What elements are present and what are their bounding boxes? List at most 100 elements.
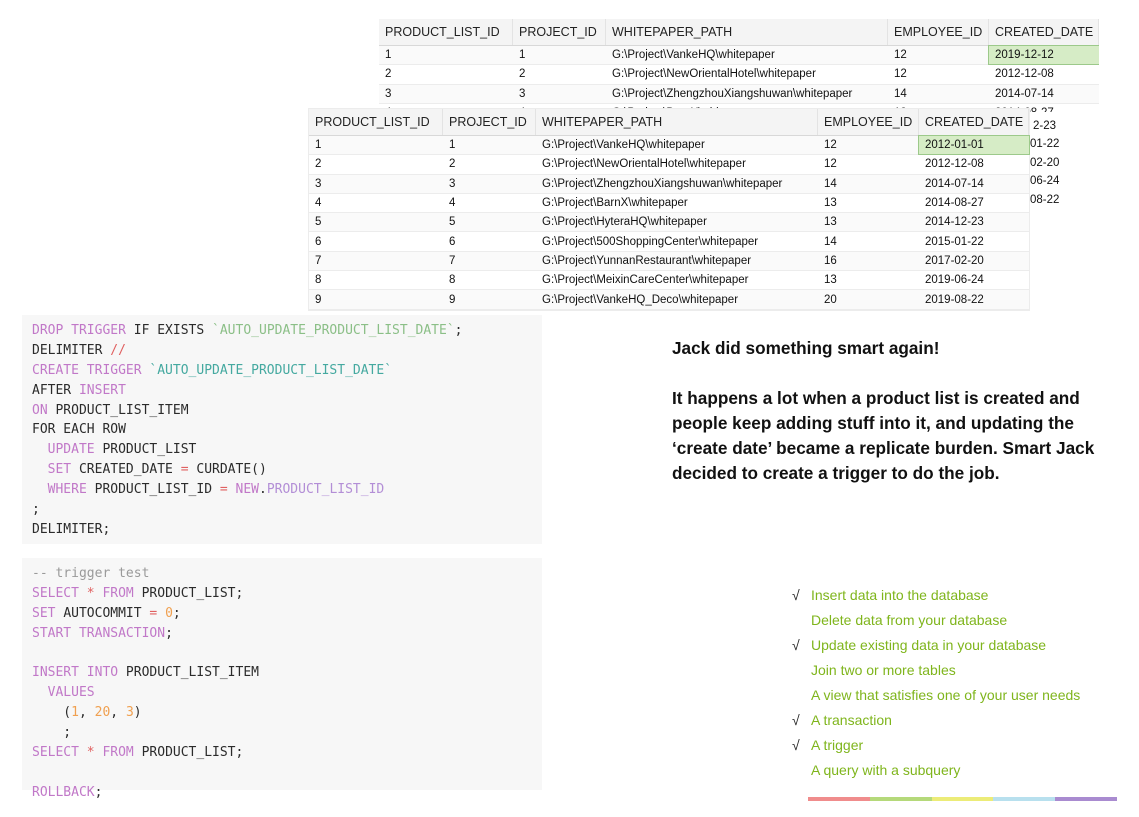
column-header[interactable]: CREATED_DATE — [919, 109, 1029, 135]
table-cell[interactable]: 7 — [315, 254, 322, 267]
column-header[interactable]: WHITEPAPER_PATH — [536, 109, 818, 135]
table-cell[interactable]: 13 — [824, 274, 837, 287]
code-token: AUTOCOMMIT — [63, 605, 150, 621]
table-cell[interactable]: 8 — [315, 274, 322, 287]
table-cell[interactable]: G:\Project\ZhengzhouXiangshuwan\whitepap… — [542, 177, 783, 190]
code-token: PRODUCT_LIST_ITEM — [125, 665, 259, 681]
table-cell[interactable]: 3 — [449, 177, 456, 190]
table-row[interactable]: 8 8 G:\Project\MeixinCareCenter\whitepaper… — [309, 271, 1029, 291]
table-cell[interactable]: 14 — [824, 235, 837, 248]
table-cell[interactable]: G:\Project\MeixinCareCenter\whitepaper — [542, 274, 749, 287]
table-cell[interactable]: G:\Project\VankeHQ\whitepaper — [542, 139, 705, 152]
code-token: 1 — [71, 705, 79, 721]
table-cell[interactable]: 2012-01-01 — [918, 135, 1030, 156]
table-cell[interactable]: 14 — [894, 87, 907, 100]
table-row[interactable]: 1 1 G:\Project\VankeHQ\whitepaper 12 2012-01… — [309, 135, 1030, 156]
checklist-item-label: A trigger — [811, 737, 864, 753]
result-grid-before: PRODUCT_LIST_ID PROJECT_ID WHITEPAPER_PA… — [379, 19, 1099, 112]
code-token: ; — [454, 323, 463, 338]
table-cell[interactable]: 2012-12-08 — [925, 158, 984, 171]
table-cell[interactable]: 2 — [315, 158, 322, 171]
table-cell[interactable]: 1 — [449, 139, 456, 152]
table-row[interactable]: 2 2 G:\Project\NewOrientalHotel\whitepaper… — [379, 65, 1099, 85]
table-cell[interactable]: 2019-06-24 — [925, 274, 984, 287]
column-header[interactable]: CREATED_DATE — [989, 19, 1099, 45]
table-cell[interactable]: G:\Project\NewOrientalHotel\whitepaper — [542, 158, 746, 171]
table-cell[interactable]: G:\Project\HyteraHQ\whitepaper — [542, 216, 707, 229]
code-line: DROP TRIGGER IF EXISTS `AUTO_UPDATE_PROD… — [32, 321, 542, 341]
table-cell[interactable]: G:\Project\VankeHQ\whitepaper — [612, 49, 775, 62]
table-cell[interactable]: 9 — [449, 293, 456, 306]
table-cell[interactable]: 2014-12-23 — [925, 216, 984, 229]
table-cell[interactable]: 4 — [315, 197, 322, 210]
code-token: INSERT — [78, 382, 126, 398]
table-row[interactable]: 5 5 G:\Project\HyteraHQ\whitepaper 13 2014-1… — [309, 213, 1029, 233]
table-cell[interactable]: 20 — [824, 293, 837, 306]
table-cell[interactable]: 1 — [315, 139, 322, 152]
table-row[interactable]: 3 3 G:\Project\ZhengzhouXiangshuwan\whitep… — [309, 174, 1029, 194]
trigger-sql-editor[interactable]: DROP TRIGGER IF EXISTS `AUTO_UPDATE_PROD… — [22, 315, 542, 544]
column-header[interactable]: PROJECT_ID — [443, 109, 536, 135]
column-header[interactable]: EMPLOYEE_ID — [888, 19, 989, 45]
table-row[interactable]: 7 7 G:\Project\YunnanRestaurant\whitepaper… — [309, 251, 1029, 272]
table-cell[interactable]: 2 — [519, 68, 526, 81]
column-header[interactable]: WHITEPAPER_PATH — [606, 19, 888, 45]
table-cell[interactable]: 16 — [824, 254, 837, 267]
code-token: ; — [32, 725, 72, 741]
column-header[interactable]: EMPLOYEE_ID — [818, 109, 919, 135]
column-header[interactable]: PROJECT_ID — [513, 19, 606, 45]
table-cell[interactable]: 2019-08-22 — [925, 293, 984, 306]
table-cell[interactable]: 4 — [449, 197, 456, 210]
column-header[interactable]: PRODUCT_LIST_ID — [379, 19, 513, 45]
table-cell[interactable]: 2014-08-27 — [925, 197, 984, 210]
table-cell[interactable]: G:\Project\NewOrientalHotel\whitepaper — [612, 68, 816, 81]
table-cell[interactable]: 6 — [315, 235, 322, 248]
table-cell[interactable]: 3 — [519, 87, 526, 100]
table-cell[interactable]: 9 — [315, 293, 322, 306]
table-cell[interactable]: 2019-12-12 — [988, 45, 1099, 66]
table-cell[interactable]: 1 — [385, 49, 392, 62]
table-cell[interactable]: 12 — [894, 49, 907, 62]
table-cell[interactable]: G:\Project\500ShoppingCenter\whitepaper — [542, 235, 759, 248]
checklist-item: Delete data from your database — [792, 608, 1122, 633]
table-cell[interactable]: 2 — [449, 158, 456, 171]
table-cell[interactable]: 14 — [824, 177, 837, 190]
table-cell[interactable]: 6 — [449, 235, 456, 248]
code-line: INSERT INTO PRODUCT_LIST_ITEM — [32, 663, 542, 683]
table-cell[interactable]: 2 — [385, 68, 392, 81]
table-cell[interactable]: 5 — [449, 216, 456, 229]
table-row[interactable]: 1 1 G:\Project\VankeHQ\whitepaper 12 2019-12… — [379, 45, 1099, 66]
table-cell[interactable]: 5 — [315, 216, 322, 229]
table-cell[interactable]: 2014-07-14 — [995, 87, 1054, 100]
code-token: DROP TRIGGER — [32, 323, 134, 338]
table-cell[interactable]: G:\Project\BarnX\whitepaper — [542, 197, 688, 210]
table-cell[interactable]: 2017-02-20 — [925, 254, 984, 267]
table-row[interactable]: 3 3 G:\Project\ZhengzhouXiangshuwan\whitep… — [379, 84, 1099, 104]
column-header[interactable]: PRODUCT_LIST_ID — [309, 109, 443, 135]
table-cell[interactable]: G:\Project\VankeHQ_Deco\whitepaper — [542, 293, 739, 306]
table-cell[interactable]: 2014-07-14 — [925, 177, 984, 190]
table-cell[interactable]: G:\Project\ZhengzhouXiangshuwan\whitepap… — [612, 87, 853, 100]
table-row[interactable]: 6 6 G:\Project\500ShoppingCenter\whitepape… — [309, 232, 1029, 252]
table-cell[interactable]: 12 — [894, 68, 907, 81]
table-cell[interactable]: 13 — [824, 197, 837, 210]
code-token — [228, 482, 236, 497]
table-cell[interactable]: 13 — [824, 216, 837, 229]
table-cell[interactable]: G:\Project\YunnanRestaurant\whitepaper — [542, 254, 752, 267]
code-token: `AUTO_UPDATE_PRODUCT_LIST_DATE` — [212, 323, 455, 338]
table-row[interactable]: 4 4 G:\Project\BarnX\whitepaper 13 2014-08-2… — [309, 194, 1029, 214]
table-cell[interactable]: 7 — [449, 254, 456, 267]
code-token: ; — [172, 605, 181, 621]
table-cell[interactable]: 8 — [449, 274, 456, 287]
table-row[interactable]: 2 2 G:\Project\NewOrientalHotel\whitepaper… — [309, 155, 1029, 175]
table-cell[interactable]: 3 — [315, 177, 322, 190]
table-cell[interactable]: 1 — [519, 49, 526, 62]
table-cell[interactable]: 12 — [824, 139, 837, 152]
table-cell[interactable]: 2015-01-22 — [925, 235, 984, 248]
table-row[interactable]: 9 9 G:\Project\VankeHQ_Deco\whitepaper 20 20… — [309, 290, 1029, 310]
table-cell[interactable]: 2012-12-08 — [995, 68, 1054, 81]
table-cell[interactable]: 3 — [385, 87, 392, 100]
table-cell[interactable]: 12 — [824, 158, 837, 171]
